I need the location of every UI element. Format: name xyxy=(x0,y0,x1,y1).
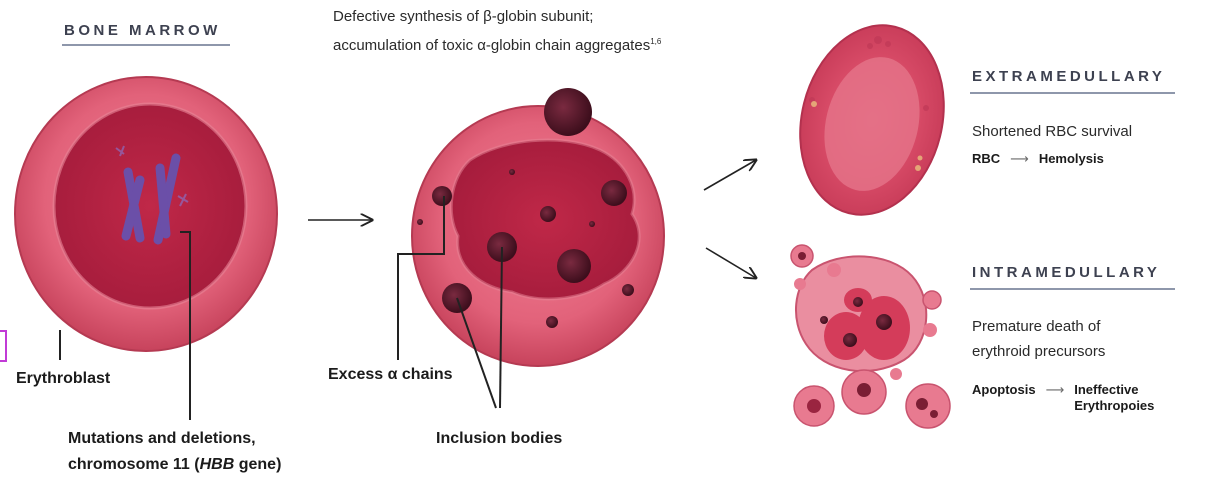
top-caption-line2: accumulation of toxic α-globin chain agg… xyxy=(333,29,661,58)
bone-marrow-rule xyxy=(62,44,230,46)
arrow-to-extramedullary xyxy=(704,160,756,190)
top-caption-line2-text: accumulation of toxic α-globin chain agg… xyxy=(333,37,650,54)
red-blood-cell xyxy=(781,10,963,230)
mutation-gene: HBB xyxy=(200,456,235,473)
flow-ineffective-line1: Ineffective xyxy=(1074,382,1154,398)
mutation-line2-post: gene) xyxy=(234,456,281,473)
top-caption-line1: Defective synthesis of β-globin subunit; xyxy=(333,4,661,29)
arrow-to-intramedullary xyxy=(706,248,756,278)
mutation-line1: Mutations and deletions, xyxy=(68,426,281,452)
flow-apoptosis: Apoptosis xyxy=(972,382,1036,397)
flow-ineffective-line2: Erythropoies xyxy=(1074,398,1154,414)
intramedullary-title: INTRAMEDULLARY xyxy=(972,264,1160,281)
apoptotic-cell-cluster xyxy=(791,245,950,428)
flow-hemolysis: Hemolysis xyxy=(1039,151,1104,166)
intramedullary-flow: Apoptosis ⟶ Ineffective Erythropoies xyxy=(972,382,1154,414)
intramedullary-desc: Premature death of erythroid precursors xyxy=(972,314,1105,364)
abnormal-erythroblast-cell xyxy=(412,88,664,366)
extramedullary-title: EXTRAMEDULLARY xyxy=(972,68,1165,85)
intramedullary-desc-line1: Premature death of xyxy=(972,314,1105,339)
flow-ineffective-erythropoiesis: Ineffective Erythropoies xyxy=(1074,382,1154,414)
extramedullary-flow: RBC ⟶ Hemolysis xyxy=(972,151,1104,167)
excess-alpha-label: Excess α chains xyxy=(328,362,453,388)
flow-arrow-icon: ⟶ xyxy=(1046,382,1065,398)
extramedullary-desc: Shortened RBC survival xyxy=(972,119,1132,144)
mutation-line2: chromosome 11 (HBB gene) xyxy=(68,452,281,478)
erythroblast-cell xyxy=(15,77,277,351)
mutation-caption: Mutations and deletions, chromosome 11 (… xyxy=(68,426,281,478)
erythroblast-label: Erythroblast xyxy=(16,366,110,392)
inclusion-bodies-label: Inclusion bodies xyxy=(436,426,562,452)
edge-marker xyxy=(0,330,7,362)
top-caption: Defective synthesis of β-globin subunit;… xyxy=(333,4,661,58)
top-caption-ref: 1,6 xyxy=(650,37,661,46)
flow-rbc: RBC xyxy=(972,151,1000,166)
intramedullary-rule xyxy=(970,288,1175,290)
bone-marrow-title: BONE MARROW xyxy=(64,22,221,39)
extramedullary-rule xyxy=(970,92,1175,94)
flow-arrow-icon: ⟶ xyxy=(1010,151,1029,167)
mutation-line2-pre: chromosome 11 ( xyxy=(68,456,200,473)
intramedullary-desc-line2: erythroid precursors xyxy=(972,339,1105,364)
